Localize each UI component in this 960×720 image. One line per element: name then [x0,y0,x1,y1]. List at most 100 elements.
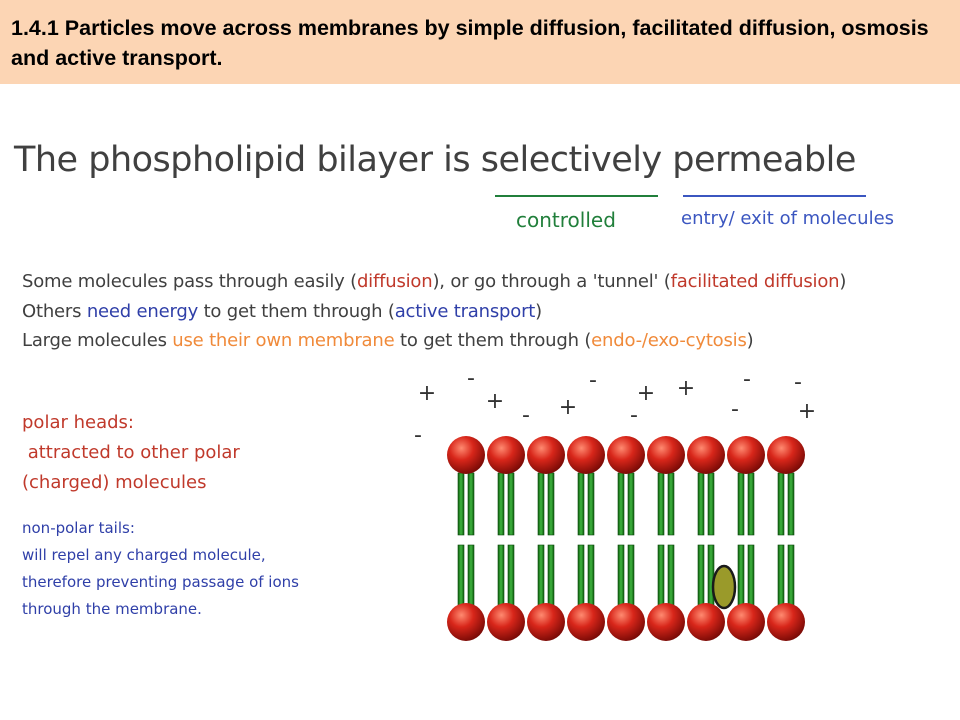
fatty-acid-tail [497,472,505,536]
diffusion-term: diffusion [356,271,433,292]
polar-line: polar heads: [22,412,134,433]
fatty-acid-tail [667,544,675,612]
phosphate-head [567,603,605,641]
controlled-underline [495,195,658,197]
fatty-acid-tail [697,472,705,536]
nonpolar-line: will repel any charged molecule, [22,546,266,564]
fatty-acid-tail [547,544,555,612]
fatty-acid-tail [537,472,545,536]
fatty-acid-tail [467,472,475,536]
phosphate-head [447,603,485,641]
fatty-acid-tail [577,472,585,536]
fatty-acid-tail [787,472,795,536]
active-transport-line: Others need energy to get them through (… [22,301,542,322]
phosphate-head [447,436,485,474]
phosphate-head [607,436,645,474]
phosphate-head [487,436,525,474]
fatty-acid-tail [707,472,715,536]
phosphate-head [647,603,685,641]
need-energy-term: need energy [86,301,199,322]
nonpolar-line: non-polar tails: [22,519,135,537]
fatty-acid-tail [507,544,515,612]
controlled-label: controlled [516,208,616,232]
text-part: ) [535,301,542,322]
charge-symbol: + [637,381,655,406]
entry-exit-label: entry/ exit of molecules [681,208,895,229]
header-bar: 1.4.1 Particles move across membranes by… [0,0,960,84]
phosphate-head [527,436,565,474]
charge-symbol: - [743,370,751,392]
fatty-acid-tail [547,472,555,536]
fatty-acid-tail [737,544,745,612]
slide-title: The phospholipid bilayer is selectively … [14,140,856,180]
header-title: 1.4.1 Particles move across membranes by… [11,16,929,70]
fatty-acid-tail [667,472,675,536]
fatty-acid-tail [497,544,505,612]
charge-symbol: + [559,395,577,420]
fatty-acid-tail [537,544,545,612]
diffusion-line: Some molecules pass through easily (diff… [22,271,846,292]
cytosis-line: Large molecules use their own membrane t… [22,330,754,351]
cytosis-term: endo-/exo-cytosis [591,330,747,351]
fatty-acid-tail [747,472,755,536]
charges-layer: +-+-+-+-+---+- [414,370,816,448]
fatty-acid-tail [737,472,745,536]
fatty-acid-tail [627,544,635,612]
nonpolar-line: therefore preventing passage of ions [22,573,299,591]
charge-symbol: - [630,403,638,428]
fatty-acid-tail [627,472,635,536]
phosphate-head [647,436,685,474]
fatty-acid-tail [787,544,795,612]
text-part: ) [839,271,847,292]
fatty-acid-tail [587,472,595,536]
fatty-acid-tail [777,472,785,536]
text-part: Some molecules pass through easily ( [22,271,357,292]
charge-symbol: - [589,370,597,393]
phosphate-head [687,436,725,474]
text-part: to get them through ( [394,330,592,351]
molecule-ellipse [711,564,737,610]
phosphate-head [607,603,645,641]
phosphate-head [687,603,725,641]
text-part: Others [22,301,87,322]
charge-symbol: - [731,397,739,422]
non-polar-tails-note: non-polar tails: will repel any charged … [22,515,299,623]
charge-symbol: - [522,403,530,428]
polar-heads-note: polar heads: attracted to other polar (c… [22,408,240,498]
text-part: to get them through ( [198,301,395,322]
phosphate-head [767,436,805,474]
phospholipid-bilayer-diagram: +-+-+-+-+---+- [414,370,816,641]
charge-symbol: - [414,423,422,448]
charge-symbol: + [486,389,504,414]
fatty-acid-tail [457,544,465,612]
fatty-acid-tail [657,472,665,536]
fatty-acid-tail [747,544,755,612]
fatty-acid-tail [507,472,515,536]
phosphate-head [527,603,565,641]
polar-line: attracted to other polar [22,442,240,463]
fatty-acid-tail [587,544,595,612]
phosphate-head [727,436,765,474]
own-membrane-term: use their own membrane [172,330,395,351]
fatty-acid-tail [657,544,665,612]
entry-underline [683,195,866,197]
fatty-acid-tail [777,544,785,612]
fatty-acid-tail [617,544,625,612]
active-transport-term: active transport [394,301,536,322]
charge-symbol: + [798,399,816,424]
nonpolar-line: through the membrane. [22,600,202,618]
phosphate-head [767,603,805,641]
charge-symbol: - [794,370,802,395]
phosphate-head [487,603,525,641]
text-part: ), or go through a 'tunnel' ( [432,271,671,292]
facilitated-diffusion-term: facilitated diffusion [670,271,840,292]
text-part: ) [746,330,754,351]
heads-layer [447,436,805,641]
fatty-acid-tail [457,472,465,536]
charge-symbol: + [677,376,695,401]
tails-layer [457,472,795,612]
polar-line: (charged) molecules [22,472,207,493]
fatty-acid-tail [697,544,705,612]
fatty-acid-tail [577,544,585,612]
text-part: Large molecules [22,330,173,351]
